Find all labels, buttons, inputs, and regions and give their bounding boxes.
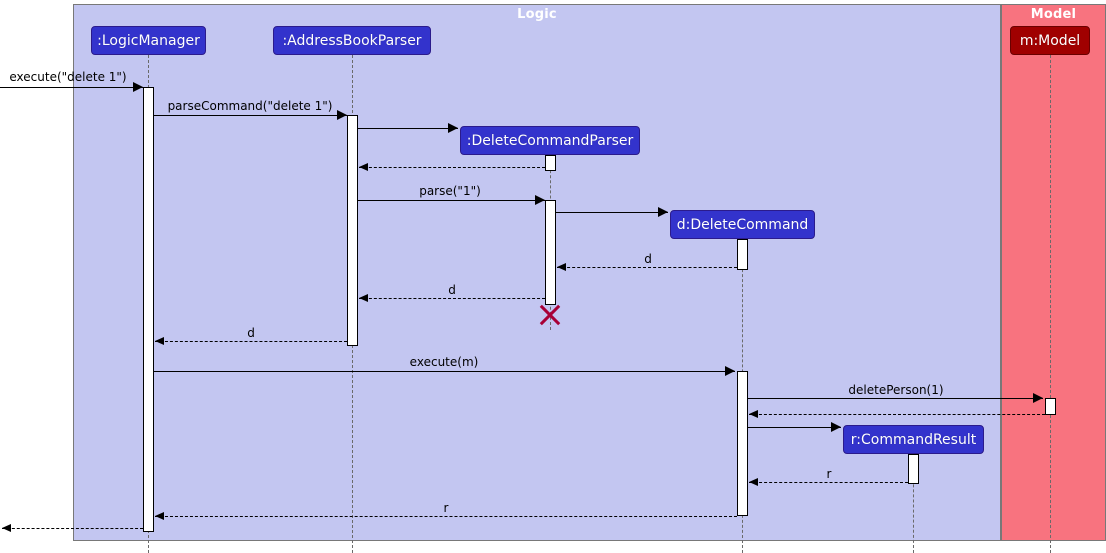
participant-address-book-parser[interactable]: :AddressBookParser bbox=[273, 26, 431, 55]
message-return-r-to-command-label: r bbox=[826, 467, 832, 481]
message-return-r-to-logicmanager-line bbox=[155, 516, 737, 517]
message-return-delete-command-parser-line bbox=[359, 167, 545, 168]
participant-label-logic-manager: :LogicManager bbox=[97, 32, 200, 49]
message-return-final-line bbox=[2, 528, 143, 529]
message-parse-1-label: parse("1") bbox=[419, 184, 481, 198]
message-delete-person-1-label: deletePerson(1) bbox=[848, 383, 944, 397]
model-partition-title: Model bbox=[1030, 7, 1077, 22]
message-return-d-to-logicmanager-line bbox=[155, 341, 347, 342]
message-return-delete-command-parser-arrowhead bbox=[359, 163, 368, 171]
message-return-d-to-abparser-line bbox=[359, 298, 545, 299]
activation-logic-manager bbox=[143, 87, 154, 532]
message-create-command-result-arrowhead bbox=[831, 422, 841, 432]
participant-label-delete-command: d:DeleteCommand bbox=[676, 216, 809, 233]
logic-partition-title: Logic bbox=[517, 7, 557, 22]
message-execute-delete-1-arrowhead bbox=[133, 82, 143, 92]
participant-label-address-book-parser: :AddressBookParser bbox=[282, 32, 422, 49]
participant-label-command-result: r:CommandResult bbox=[850, 431, 977, 448]
participant-command-result[interactable]: r:CommandResult bbox=[843, 425, 984, 454]
message-execute-delete-1-label: execute("delete 1") bbox=[9, 70, 127, 84]
message-parse-1-line bbox=[358, 200, 545, 201]
message-execute-m-arrowhead bbox=[725, 366, 735, 376]
participant-model[interactable]: m:Model bbox=[1010, 26, 1090, 55]
message-return-d-to-abparser-label: d bbox=[448, 283, 456, 297]
message-return-final-arrowhead bbox=[2, 524, 11, 532]
message-execute-m-line bbox=[154, 371, 735, 372]
activation-delete-command-execute bbox=[737, 371, 748, 516]
participant-logic-manager[interactable]: :LogicManager bbox=[91, 26, 206, 55]
activation-delete-command-parser-parse bbox=[545, 200, 556, 305]
message-return-d-to-parser-line bbox=[557, 267, 737, 268]
activation-delete-command-create bbox=[737, 239, 748, 270]
participant-label-delete-command-parser: :DeleteCommandParser bbox=[466, 132, 634, 149]
destruction-marker-delete-command-parser bbox=[539, 304, 561, 326]
model-partition: Model bbox=[1001, 4, 1106, 541]
message-execute-m-label: execute(m) bbox=[409, 355, 479, 369]
message-create-command-result-line bbox=[748, 427, 841, 428]
message-return-r-to-logicmanager-arrowhead bbox=[155, 512, 164, 520]
message-parse-1-arrowhead bbox=[535, 195, 545, 205]
message-delete-person-1-arrowhead bbox=[1033, 393, 1043, 403]
lifeline-model bbox=[1050, 55, 1051, 553]
participant-delete-command[interactable]: d:DeleteCommand bbox=[670, 210, 815, 239]
message-create-delete-command-arrowhead bbox=[658, 207, 668, 217]
message-return-model-line bbox=[749, 414, 1045, 415]
activation-delete-command-parser-create bbox=[545, 155, 556, 171]
message-execute-delete-1-line bbox=[0, 87, 143, 88]
activation-address-book-parser bbox=[347, 115, 358, 346]
message-return-r-to-command-line bbox=[749, 482, 908, 483]
participant-delete-command-parser[interactable]: :DeleteCommandParser bbox=[460, 126, 640, 155]
message-return-r-to-command-arrowhead bbox=[749, 478, 758, 486]
message-create-delete-command-parser-arrowhead bbox=[448, 123, 458, 133]
lifeline-command-result bbox=[913, 454, 914, 553]
message-return-d-to-logicmanager-arrowhead bbox=[155, 337, 164, 345]
logic-partition: Logic bbox=[73, 4, 1001, 541]
message-create-delete-command-parser-line bbox=[358, 128, 458, 129]
message-return-d-to-logicmanager-label: d bbox=[247, 326, 255, 340]
message-create-delete-command-line bbox=[556, 212, 668, 213]
activation-command-result bbox=[908, 454, 919, 484]
activation-model bbox=[1045, 398, 1056, 415]
message-parse-command-line bbox=[154, 115, 347, 116]
message-return-r-to-logicmanager-label: r bbox=[443, 501, 449, 515]
message-return-d-to-parser-label: d bbox=[644, 252, 652, 266]
message-parse-command-arrowhead bbox=[337, 110, 347, 120]
participant-label-model: m:Model bbox=[1019, 32, 1081, 49]
message-return-model-arrowhead bbox=[749, 410, 758, 418]
message-return-d-to-abparser-arrowhead bbox=[359, 294, 368, 302]
message-return-d-to-parser-arrowhead bbox=[557, 263, 566, 271]
message-parse-command-label: parseCommand("delete 1") bbox=[167, 99, 333, 113]
message-delete-person-1-line bbox=[748, 398, 1043, 399]
